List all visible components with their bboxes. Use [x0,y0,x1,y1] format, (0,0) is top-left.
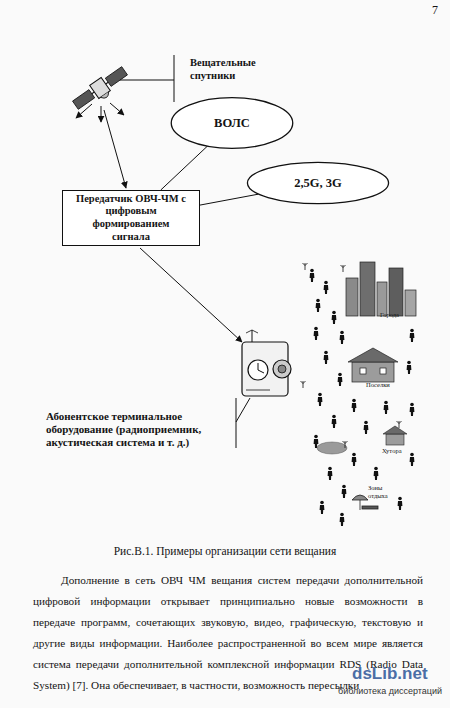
signal-arrows [76,103,124,122]
network-ellipse: ВОЛС [170,96,294,150]
component-label: Вещательные спутники [190,57,280,82]
downlink-arrow [104,110,126,188]
network-ellipse: 2,5G, 3G [246,161,390,205]
process-box: Передатчик ОВЧ-ЧМ с цифровым формировани… [62,190,200,246]
leader-bracket [120,55,174,102]
connector-line [161,146,208,190]
people-icons [310,269,415,526]
farm-houses [383,426,407,445]
lake [317,442,347,454]
area-label: Поселки [366,381,406,389]
antenna-icons [301,263,402,448]
connector-line [200,194,259,205]
leader-bracket [236,398,250,448]
ellipse-outline [247,162,388,203]
area-label: Зоны отдыха [368,484,400,500]
area-label: Города [380,311,420,319]
radio-receiver-icon [242,330,291,396]
city-buildings [346,262,416,316]
watermark: библиотека диссертаций [338,686,450,697]
page-number: 7 [432,3,448,17]
area-label: Хутора [382,447,422,455]
ellipse-outline [171,98,293,149]
broadcast-arrow [140,248,242,342]
node-text: Передатчик ОВЧ-ЧМ с цифровым формировани… [75,193,187,243]
watermark: dsLib.net [352,664,448,684]
node-text: ВОЛС [214,116,250,131]
village-houses [348,348,398,382]
node-text: 2,5G, 3G [294,176,342,191]
component-label: Абонентское терминальное оборудование (р… [46,410,230,450]
figure-caption: Рис.В.1. Примеры организации сети вещани… [0,545,450,559]
